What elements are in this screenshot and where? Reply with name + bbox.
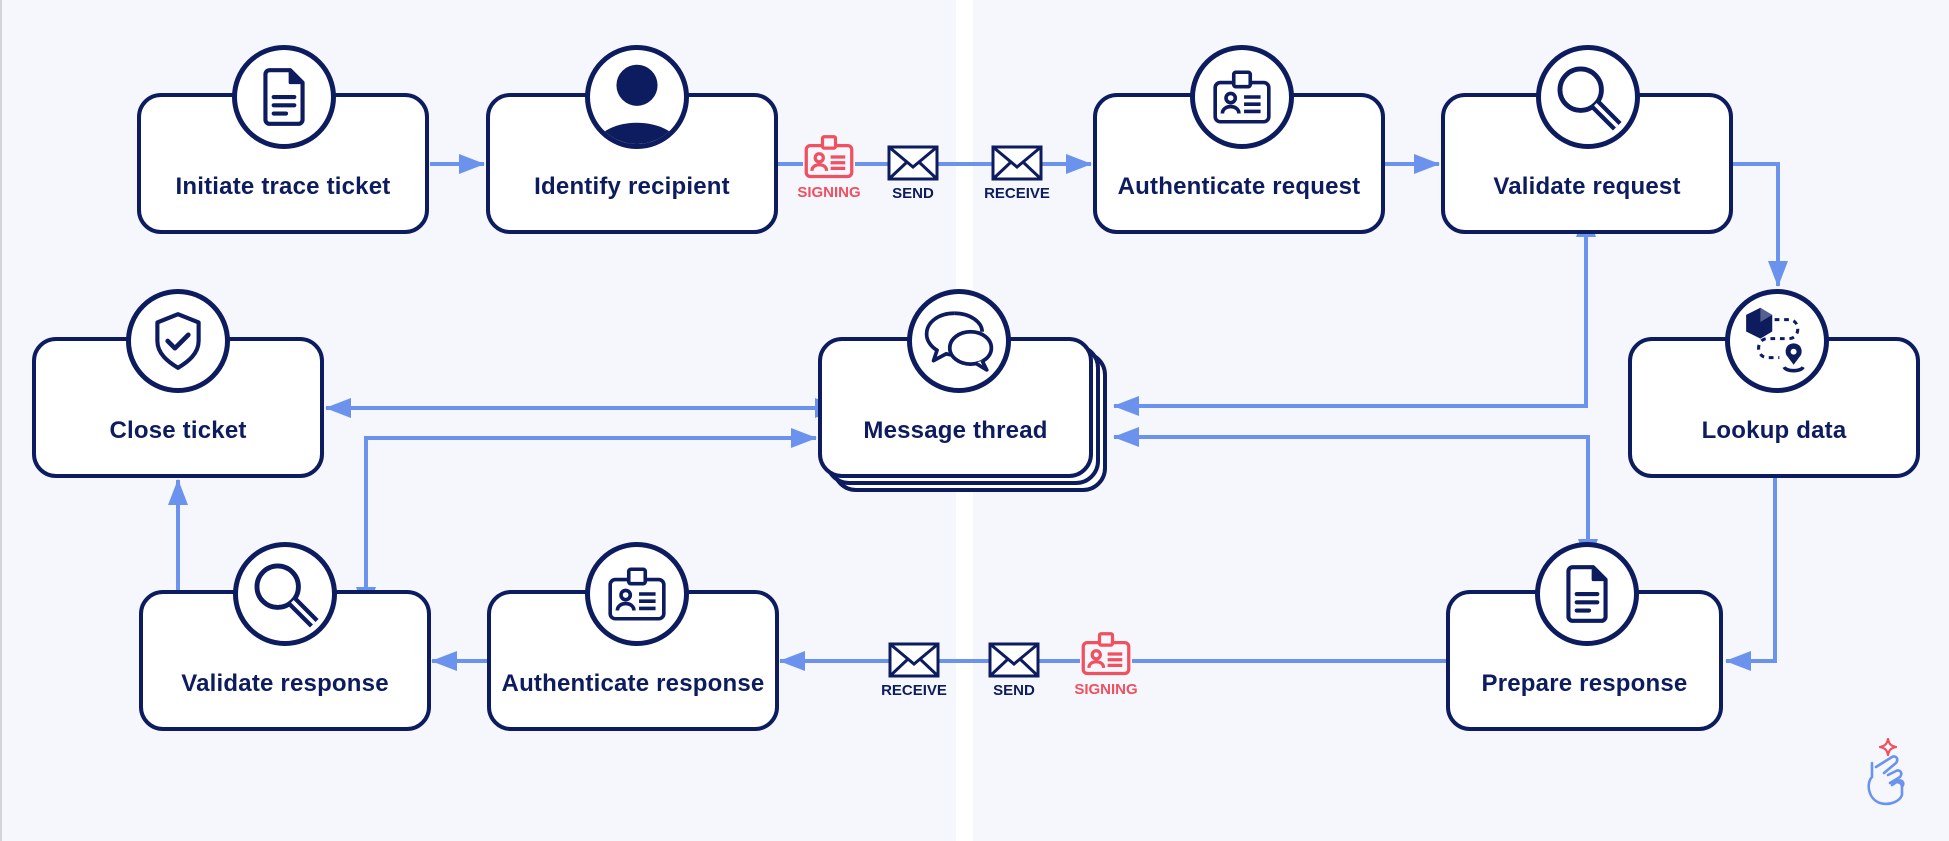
- validate-request-icon-badge: [1536, 45, 1640, 149]
- id-badge-icon: [1213, 70, 1271, 124]
- receive-label: RECEIVE: [881, 682, 947, 699]
- envelope-icon: [991, 145, 1043, 181]
- connector-lookup-to-prepare: [1725, 478, 1777, 671]
- shield-check-icon: [155, 312, 201, 370]
- node-label: Prepare response: [1481, 670, 1688, 697]
- magnifier-icon: [254, 563, 319, 628]
- package-route-icon: [1746, 307, 1805, 373]
- bottom-send-step: SEND: [984, 642, 1044, 699]
- top-send-step: SEND: [883, 145, 943, 202]
- connector-thread-validate-response: [356, 428, 817, 613]
- id-badge-icon: [608, 567, 666, 621]
- send-label: SEND: [993, 682, 1035, 699]
- node-label: Initiate trace ticket: [175, 173, 391, 200]
- finger-heart-sparkle-icon: [1867, 737, 1905, 806]
- message-thread-icon-badge: [907, 289, 1011, 393]
- envelope-icon: [887, 145, 939, 181]
- top-signing-step: SIGNING: [793, 134, 865, 201]
- bottom-receive-step: RECEIVE: [877, 642, 951, 699]
- top-receive-step: RECEIVE: [980, 145, 1054, 202]
- envelope-icon: [988, 642, 1040, 678]
- auth-response-icon-badge: [585, 542, 689, 646]
- node-label: Message thread: [863, 417, 1048, 444]
- magnifier-icon: [1557, 66, 1622, 131]
- connector-validate-request-thread: [1113, 211, 1596, 416]
- initiate-icon-badge: [232, 45, 336, 149]
- bottom-signing-step: SIGNING: [1070, 631, 1142, 698]
- receive-label: RECEIVE: [984, 185, 1050, 202]
- prepare-icon-badge: [1535, 542, 1639, 646]
- node-label: Validate request: [1493, 173, 1681, 200]
- signing-label: SIGNING: [1074, 681, 1138, 698]
- node-label: Identify recipient: [534, 173, 730, 200]
- send-label: SEND: [892, 185, 934, 202]
- user-avatar-icon: [594, 64, 680, 144]
- envelope-icon: [888, 642, 940, 678]
- document-icon: [1566, 565, 1608, 623]
- node-label: Authenticate response: [501, 670, 765, 697]
- document-icon: [263, 68, 305, 126]
- connector-validate-request-to-lookup: [1733, 162, 1788, 287]
- node-label: Validate response: [181, 670, 389, 697]
- node-label: Authenticate request: [1117, 173, 1361, 200]
- node-initiate-trace-ticket[interactable]: Initiate trace ticket: [137, 93, 429, 234]
- auth-request-icon-badge: [1190, 45, 1294, 149]
- node-label: Lookup data: [1701, 417, 1847, 444]
- lookup-icon-badge: [1725, 289, 1829, 393]
- close-icon-badge: [126, 289, 230, 393]
- identify-icon-badge: [585, 45, 689, 149]
- signing-label: SIGNING: [797, 184, 861, 201]
- node-label: Close ticket: [109, 417, 247, 444]
- connector-thread-prepare: [1113, 427, 1598, 565]
- chat-bubbles-icon: [924, 311, 994, 372]
- id-badge-icon: [1080, 631, 1132, 677]
- validate-response-icon-badge: [233, 542, 337, 646]
- id-badge-icon: [803, 134, 855, 180]
